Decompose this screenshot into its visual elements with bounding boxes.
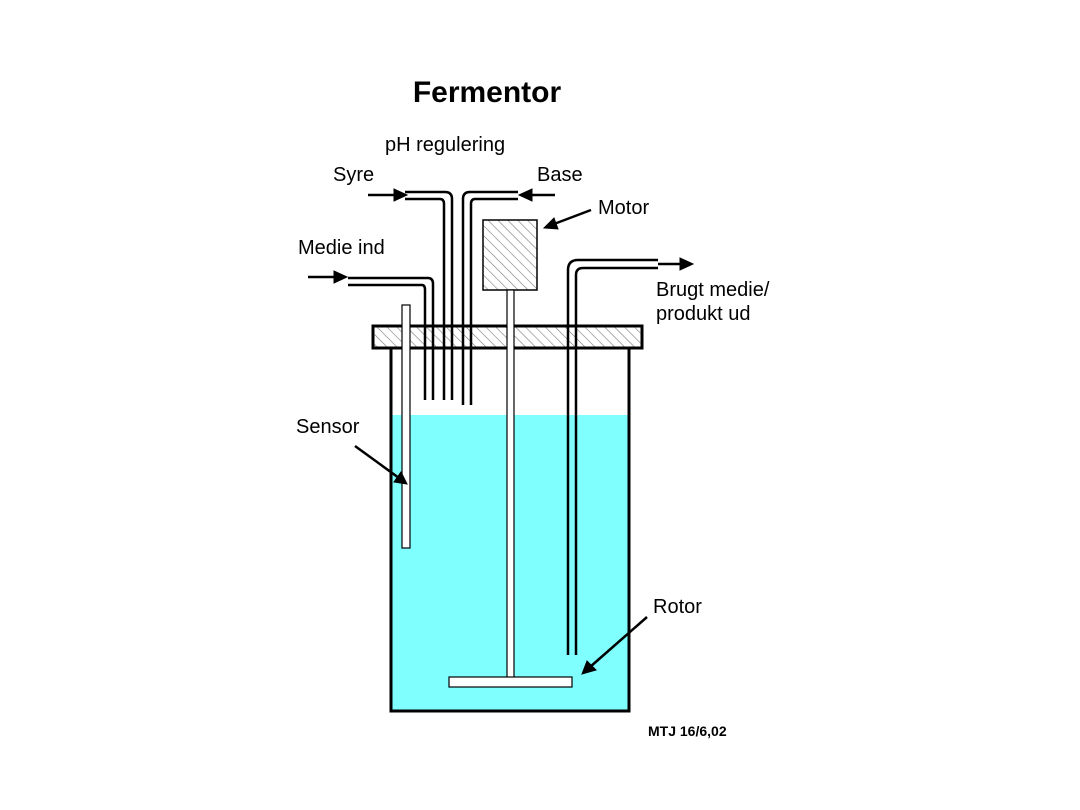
diagram-title: Fermentor (413, 76, 562, 109)
rotor-blade (448, 676, 573, 688)
author-credit: MTJ 16/6,02 (648, 723, 727, 739)
medium-in-arrow (308, 270, 349, 284)
acid-arrow (368, 188, 409, 202)
spent-medium-label-line1: Brugt medie/ (656, 279, 770, 301)
medium-in-label: Medie ind (298, 237, 385, 259)
vessel-wall (389, 348, 631, 713)
rotor-shaft (506, 289, 515, 681)
rotor-arrow (581, 616, 648, 675)
base-label: Base (537, 164, 583, 186)
sensor-label: Sensor (296, 416, 360, 438)
spent-medium-label-line2: produkt ud (656, 303, 751, 325)
acid-pipe (405, 190, 454, 400)
arrows (308, 188, 695, 675)
base-arrow (517, 188, 555, 202)
sensor-arrow (354, 444, 408, 485)
medium-in-pipe (348, 276, 435, 400)
spent-medium-pipe (566, 258, 658, 655)
spent-medium-arrow (658, 257, 695, 271)
base-pipe (461, 190, 518, 405)
rotor-label: Rotor (653, 596, 702, 618)
acid-label: Syre (333, 164, 374, 186)
ph-regulation-label: pH regulering (385, 134, 505, 156)
sensor-rod (401, 304, 411, 549)
motor-block (482, 219, 538, 291)
motor-arrow (542, 208, 592, 230)
motor-label: Motor (598, 197, 649, 219)
